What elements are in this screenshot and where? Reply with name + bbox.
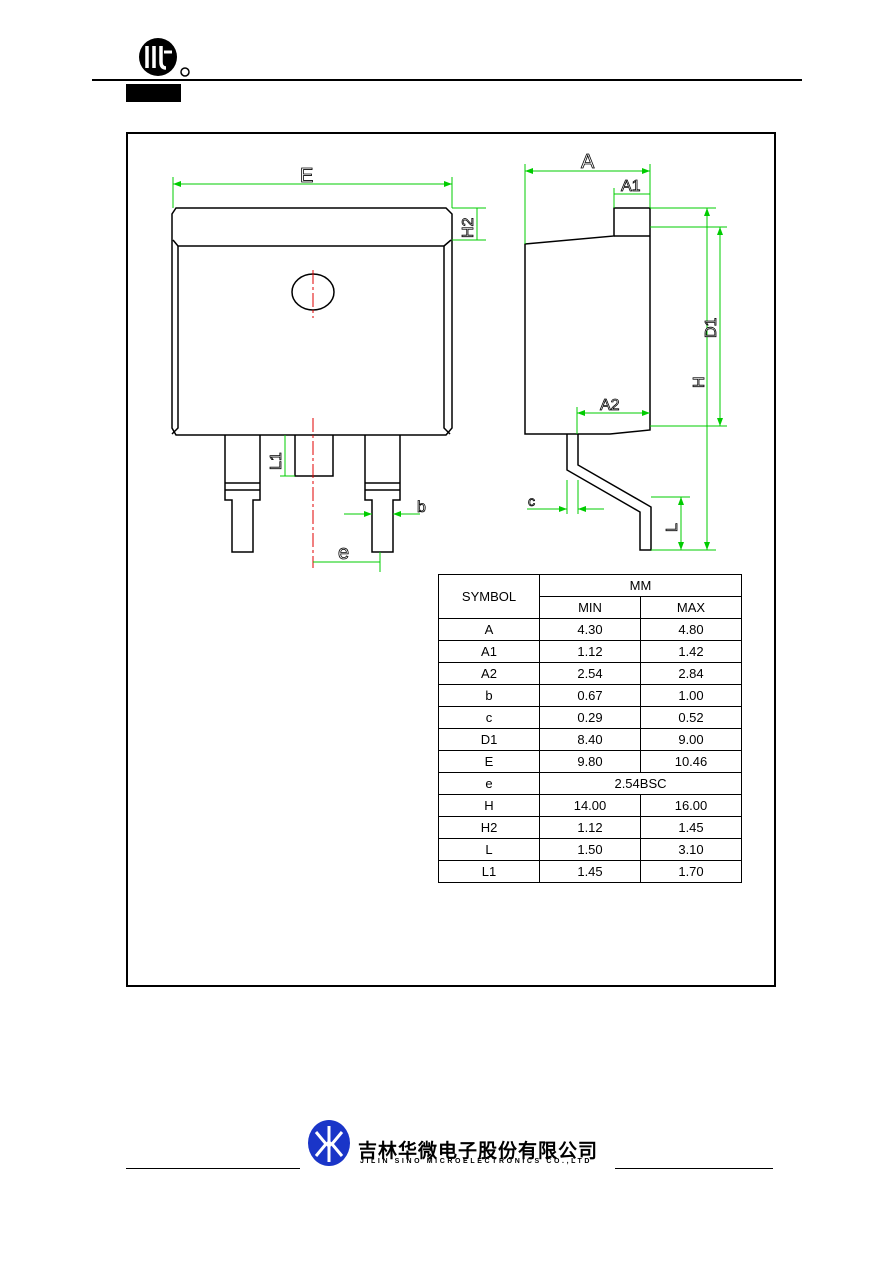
cell-symbol: c [438, 706, 540, 729]
header-black-tab [126, 84, 181, 102]
cell-min: 14.00 [539, 794, 641, 817]
footer-company-name-en: JILIN SINO MICROELECTRONICS CO.,LTD [360, 1158, 593, 1165]
cell-symbol: H [438, 794, 540, 817]
dim-label-e: e [338, 542, 349, 564]
cell-max: 1.70 [640, 860, 742, 883]
dim-label-E: E [300, 165, 313, 187]
dim-label-L1: L1 [268, 452, 285, 470]
cell-max: 2.84 [640, 662, 742, 685]
cell-max: 16.00 [640, 794, 742, 817]
footer-company-name-cn: 吉林华微电子股份有限公司 [358, 1140, 599, 1162]
header-max: MAX [640, 596, 742, 619]
dim-label-H2: H2 [460, 217, 477, 238]
cell-min: 0.29 [539, 706, 641, 729]
cell-max: 10.46 [640, 750, 742, 773]
dim-label-c: c [528, 493, 535, 509]
cell-min: 9.80 [539, 750, 641, 773]
front-view [171, 207, 453, 553]
header-rule [92, 79, 802, 81]
dim-label-H: H [691, 376, 708, 388]
cell-max: 3.10 [640, 838, 742, 861]
header-logo [136, 36, 196, 78]
header-unit: MM [539, 574, 742, 597]
dim-label-D1: D1 [703, 317, 720, 338]
cell-symbol: L1 [438, 860, 540, 883]
cell-max: 0.52 [640, 706, 742, 729]
header-symbol: SYMBOL [438, 574, 540, 619]
front-dimensions [172, 177, 486, 572]
cell-symbol: A [438, 618, 540, 641]
cell-symbol: H2 [438, 816, 540, 839]
cell-symbol: E [438, 750, 540, 773]
cell-max: 1.45 [640, 816, 742, 839]
cell-min: 0.67 [539, 684, 641, 707]
cell-min: 8.40 [539, 728, 641, 751]
footer-rule-right [615, 1168, 773, 1169]
side-view [524, 207, 652, 551]
dim-label-A: A [581, 151, 595, 173]
drawing-frame [126, 132, 776, 987]
cell-max: 1.00 [640, 684, 742, 707]
cell-min: 1.12 [539, 816, 641, 839]
footer-rule-left [126, 1168, 300, 1169]
cell-min: 1.45 [539, 860, 641, 883]
front-dimension-labels: E H2 L1 b e [268, 165, 478, 565]
cell-symbol: e [438, 772, 540, 795]
cell-symbol: A1 [438, 640, 540, 663]
cell-symbol: D1 [438, 728, 540, 751]
dim-label-A2: A2 [600, 397, 620, 414]
dim-label-A1: A1 [621, 178, 641, 195]
cell-max: 1.42 [640, 640, 742, 663]
cell-max: 9.00 [640, 728, 742, 751]
side-dimensions [524, 164, 727, 551]
side-dimension-labels: A A1 D1 H A2 c L [528, 151, 721, 533]
cell-min: 4.30 [539, 618, 641, 641]
package-outline-drawing: E H2 L1 b e A [171, 151, 727, 572]
cell-max: 4.80 [640, 618, 742, 641]
cell-min: 1.50 [539, 838, 641, 861]
cell-symbol: A2 [438, 662, 540, 685]
cell-span: 2.54BSC [539, 772, 742, 795]
dim-label-L: L [664, 523, 681, 532]
header-min: MIN [539, 596, 641, 619]
cell-min: 1.12 [539, 640, 641, 663]
cell-min: 2.54 [539, 662, 641, 685]
cell-symbol: b [438, 684, 540, 707]
dim-label-b: b [417, 499, 426, 516]
cell-symbol: L [438, 838, 540, 861]
footer-company-logo [306, 1118, 352, 1168]
